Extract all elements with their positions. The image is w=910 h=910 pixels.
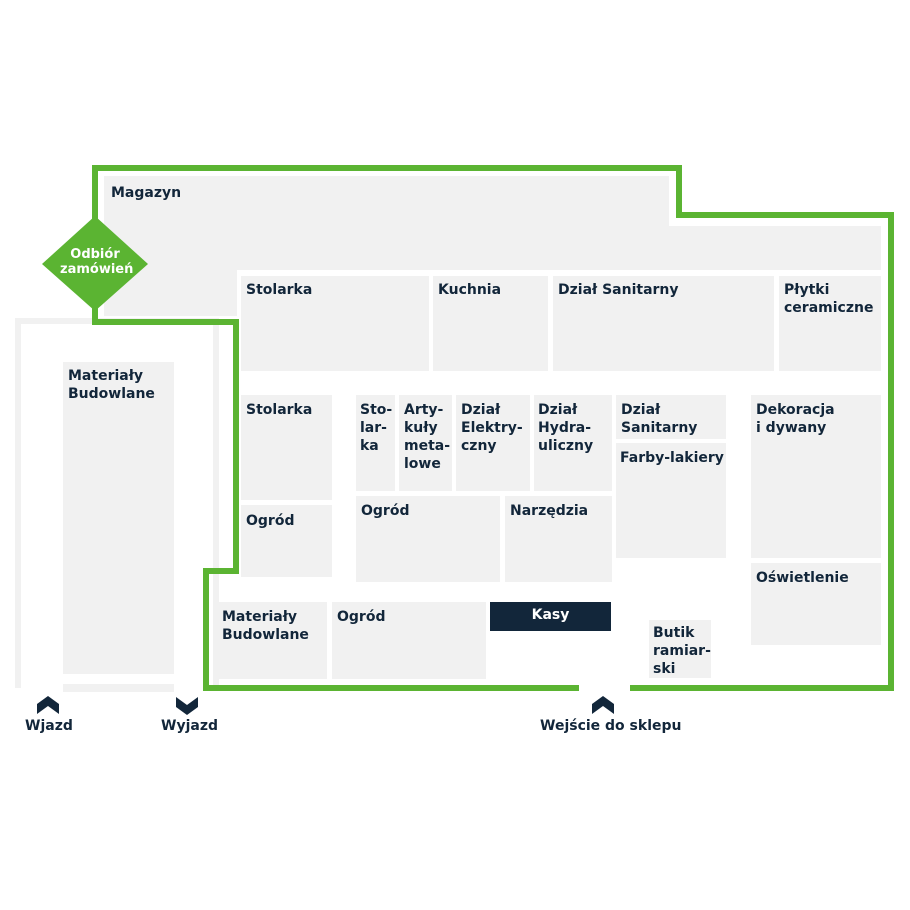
wyjazd-chevron-down-icon: [176, 697, 198, 715]
label-wejscie-do-sklepu: Wejście do sklepu: [540, 718, 682, 734]
zone-stolarka-mid: [241, 395, 332, 500]
label-wyjazd: Wyjazd: [161, 718, 218, 734]
zone-materialy-budowlane-store: [217, 602, 327, 679]
zone-stolarka-top: [241, 276, 429, 371]
zone-kuchnia: [433, 276, 548, 371]
zone-ogrod-mid: [356, 496, 500, 582]
pickup-label: Odbiór zamówień: [60, 247, 134, 277]
zone-narzedzia: [505, 496, 612, 582]
checkout-kasy: [490, 602, 611, 631]
zone-magazyn: [104, 176, 669, 270]
zone-dzial-elektryczny: [456, 395, 530, 491]
zone-stolarka-narrow: [356, 395, 395, 491]
zone-artykuly-metalowe: [399, 395, 452, 491]
wjazd-chevron-up-icon: [37, 696, 59, 714]
label-kasy: Kasy: [531, 607, 570, 623]
wejscie-chevron-up-icon: [592, 696, 614, 714]
zone-dzial-sanitarny-top: [553, 276, 774, 371]
label-wjazd: Wjazd: [25, 718, 73, 734]
zone-dzial-sanitarny-mid: [616, 395, 726, 439]
zone-farby-lakiery: [616, 443, 726, 558]
zone-ogrod-bottom: [332, 602, 486, 679]
zone-dzial-hydrauliczny: [534, 395, 612, 491]
zone-butik-ramiarski: [649, 620, 711, 678]
outdoor-yard-bottom-strip: [63, 684, 174, 692]
zone-oswietlenie: [751, 563, 881, 645]
zone-magazyn-ext: [669, 226, 881, 270]
zone-materialy-budowlane-outdoor: [63, 362, 174, 674]
zone-ogrod-small: [241, 505, 332, 577]
zone-dekoracja: [751, 395, 881, 558]
pickup-diamond-marker[interactable]: [42, 216, 148, 311]
zone-plytki-ceramiczne: [779, 276, 881, 371]
